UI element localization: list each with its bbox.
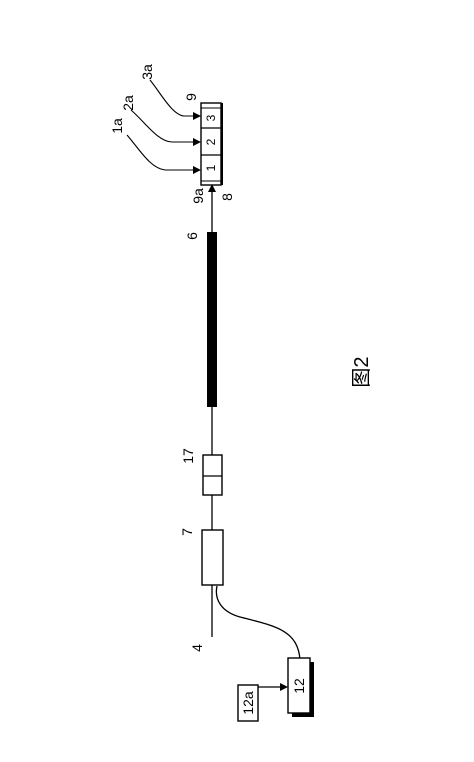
label-9: 9	[183, 93, 199, 101]
arrowhead-1a	[193, 166, 201, 174]
cell-1-label: 1	[204, 164, 218, 171]
element-9-box	[200, 102, 222, 186]
element-12a-box	[237, 684, 259, 722]
cell-3-label: 3	[204, 114, 218, 121]
label-9a: 9a	[190, 188, 206, 204]
cell-2-label: 2	[204, 138, 218, 145]
label-8: 8	[219, 193, 235, 201]
element-7-box	[201, 529, 224, 586]
leader-line-1a	[126, 134, 196, 171]
leader-line-3a	[149, 79, 196, 117]
figure-caption: 图2	[351, 356, 373, 387]
label-2a: 2a	[120, 95, 136, 111]
label-7: 7	[179, 528, 195, 536]
label-6: 6	[184, 232, 200, 240]
leader-line-2a	[130, 109, 196, 143]
label-3a: 3a	[139, 64, 155, 80]
connection-curve-7-to-12	[215, 585, 301, 661]
arrowhead-2a	[193, 138, 201, 146]
label-4: 4	[189, 644, 205, 652]
element-6-bar	[207, 232, 217, 407]
element-12-box	[287, 657, 311, 714]
label-1a: 1a	[109, 118, 125, 134]
label-12: 12	[291, 678, 307, 694]
arrowhead-9a	[208, 184, 216, 192]
label-12a: 12a	[240, 691, 256, 715]
arrowhead-3a	[193, 112, 201, 120]
label-17: 17	[180, 448, 196, 464]
arrowhead-12a-to-12	[280, 683, 288, 691]
element-17-box	[202, 454, 223, 496]
